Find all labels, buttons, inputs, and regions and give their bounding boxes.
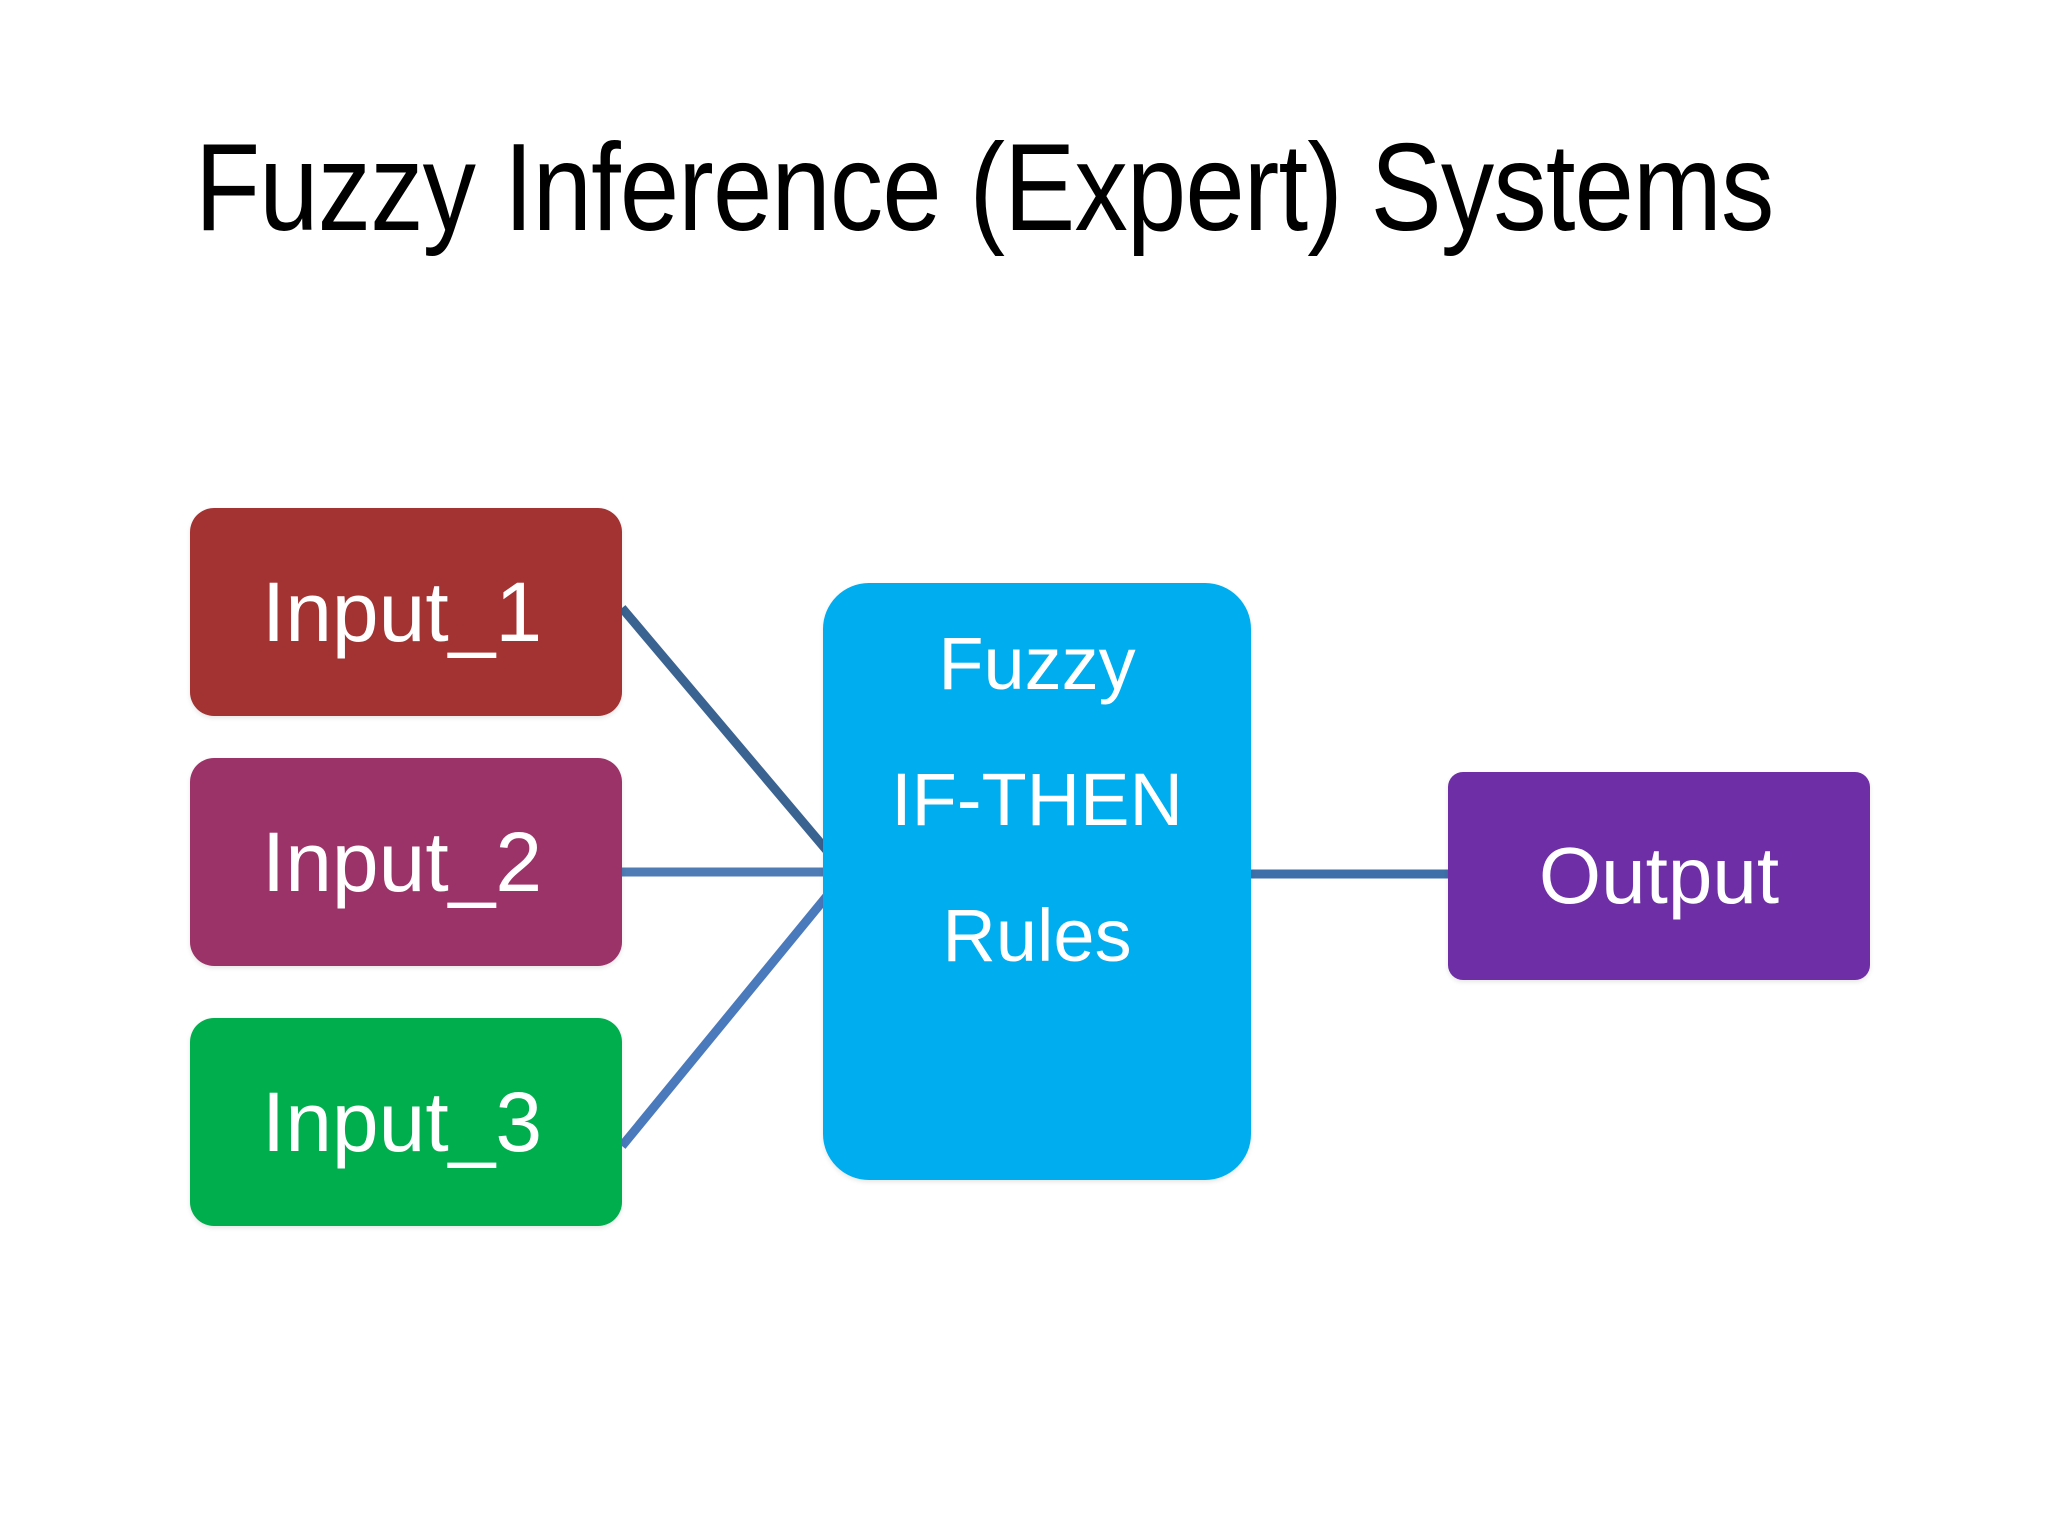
connector-input3-to-rules [618,871,849,1149]
node-input-1[interactable]: Input_1 [190,508,622,716]
node-input-1-label: Input_1 [261,564,543,659]
node-input-3-label: Input_3 [261,1074,543,1169]
node-rules-line-3: Rules [942,894,1132,977]
node-rules-line-2: IF-THEN [891,758,1183,841]
node-input-2-label: Input_2 [261,814,543,909]
node-fuzzy-if-then-rules[interactable]: Fuzzy IF-THEN Rules [823,583,1251,1180]
node-rules-line-1: Fuzzy [938,622,1136,705]
node-output[interactable]: Output [1448,772,1870,980]
node-output-label: Output [1538,831,1780,920]
connector-input1-to-rules [618,605,849,875]
node-input-3[interactable]: Input_3 [190,1018,622,1226]
node-input-2[interactable]: Input_2 [190,758,622,966]
page-title: Fuzzy Inference (Expert) Systems [195,119,1774,257]
